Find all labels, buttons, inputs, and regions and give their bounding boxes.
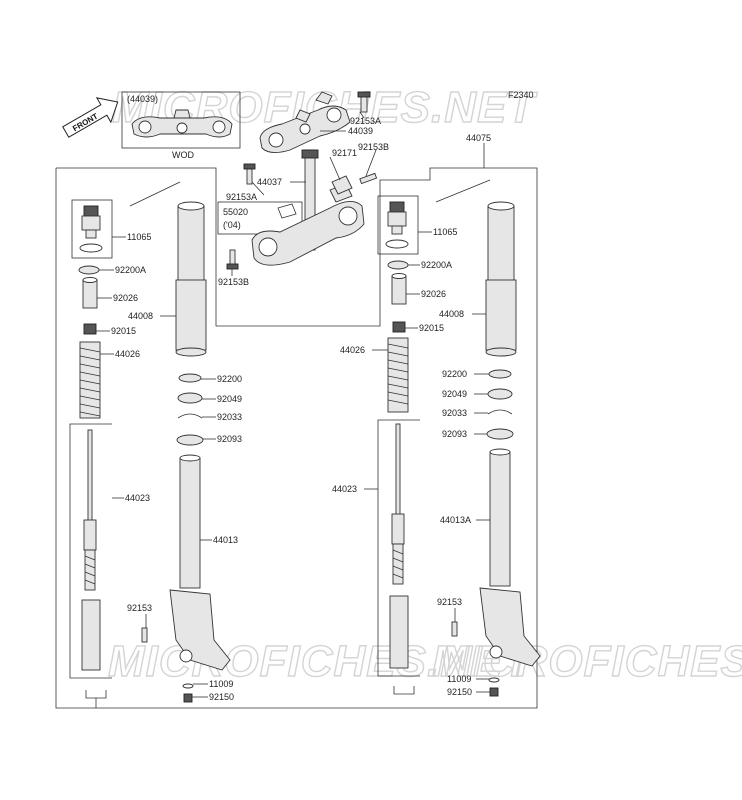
right-label-92150: 92150 (447, 687, 472, 697)
bolt-92153A-top (357, 91, 371, 113)
right-label-11065: 11065 (433, 227, 457, 237)
right-seal-92200 (488, 369, 512, 379)
note-line2: ('04) (223, 220, 241, 230)
watermark-bottom-left: MICROFICHES.NET (108, 637, 533, 686)
label-92153A-top: 92153A (350, 116, 381, 126)
left-outer-tube-44008 (175, 201, 207, 357)
left-label-44008: 44008 (128, 311, 153, 321)
left-clip-92033 (177, 413, 203, 419)
watermark-bottom-right: MICROFICHES.NET (432, 637, 742, 686)
right-clip-92033 (487, 409, 513, 415)
upper-bracket-inset (131, 109, 233, 138)
right-label-92049: 92049 (442, 389, 467, 399)
right-damper-rod-44023 (391, 423, 405, 585)
note-line1: 55020 (223, 207, 248, 217)
right-adjuster-11065 (385, 201, 409, 249)
left-label-92093: 92093 (217, 434, 242, 444)
left-seal-92049 (177, 392, 203, 404)
right-nut-92015 (392, 321, 406, 333)
left-label-92200A: 92200A (115, 265, 146, 275)
label-44075: 44075 (466, 133, 491, 143)
right-label-44008: 44008 (439, 309, 464, 319)
label-sticker-icon (277, 203, 297, 219)
left-label-92026: 92026 (113, 293, 138, 303)
left-label-92153: 92153 (127, 603, 152, 613)
right-label-92200A: 92200A (421, 260, 452, 270)
left-label-11065: 11065 (127, 232, 151, 242)
right-tube-lower (389, 595, 409, 669)
bolt-92153B-right (359, 172, 378, 185)
main-frame (55, 167, 538, 709)
right-label-92026: 92026 (421, 289, 446, 299)
upper-bracket-44039 (259, 91, 351, 153)
right-bolt-92150 (489, 687, 499, 697)
left-label-44013: 44013 (213, 535, 238, 545)
left-tube-lower (81, 599, 101, 671)
left-label-44026: 44026 (115, 349, 140, 359)
inset-title: (44039) (127, 94, 158, 104)
right-seal-92049 (487, 388, 513, 400)
left-spring-44026 (79, 341, 101, 419)
right-spring-44026 (387, 337, 409, 413)
left-label-92200: 92200 (217, 374, 242, 384)
left-ring-92200A (78, 265, 100, 275)
right-label-44026: 44026 (340, 345, 365, 355)
left-label-11009: 11009 (209, 679, 233, 689)
left-seal-92200 (178, 373, 202, 383)
right-label-92153: 92153 (437, 597, 462, 607)
left-label-44023: 44023 (125, 493, 150, 503)
inset-caption: WOD (172, 150, 194, 160)
clamp-92171 (331, 175, 353, 195)
bolt-92153B-bottom (226, 249, 239, 270)
left-bushing-92093 (176, 434, 204, 446)
right-label-44013A: 44013A (440, 515, 471, 525)
right-label-44023: 44023 (332, 484, 357, 494)
label-92153B-bottom: 92153B (218, 277, 249, 287)
right-inner-tube-44013A (479, 448, 541, 667)
left-label-92150: 92150 (209, 692, 234, 702)
label-92171: 92171 (332, 148, 357, 158)
left-damper-rod-44023 (83, 429, 97, 591)
right-label-92093: 92093 (442, 429, 467, 439)
inset-box (121, 91, 241, 149)
left-label-92015: 92015 (111, 326, 136, 336)
left-label-92033: 92033 (217, 412, 242, 422)
right-label-92033: 92033 (442, 408, 467, 418)
diagram-code: F2340 (508, 90, 534, 100)
bolt-92153A-left (243, 163, 256, 185)
right-spacer-92026 (391, 273, 407, 305)
label-44039: 44039 (348, 126, 373, 136)
left-spacer-92026 (82, 277, 98, 309)
right-bolt-92153 (451, 621, 458, 637)
left-washer-11009 (182, 683, 194, 689)
right-bushing-92093 (486, 428, 514, 440)
left-label-92049: 92049 (217, 394, 242, 404)
left-fork (69, 181, 231, 708)
label-44037: 44037 (257, 177, 282, 187)
right-ring-92200A (387, 260, 409, 270)
left-inner-tube-44013 (169, 454, 231, 671)
left-adjuster-11065 (79, 205, 103, 253)
right-label-92015: 92015 (419, 323, 444, 333)
left-bolt-92153 (141, 627, 148, 643)
right-washer-11009 (488, 677, 500, 683)
right-label-11009: 11009 (447, 674, 471, 684)
label-92153B-right: 92153B (358, 142, 389, 152)
right-fork (364, 179, 541, 697)
left-nut-92015 (83, 323, 97, 335)
right-outer-tube-44008 (485, 201, 517, 357)
label-92153A-left: 92153A (226, 192, 257, 202)
right-label-92200: 92200 (442, 369, 467, 379)
left-bolt-92150 (183, 693, 193, 703)
